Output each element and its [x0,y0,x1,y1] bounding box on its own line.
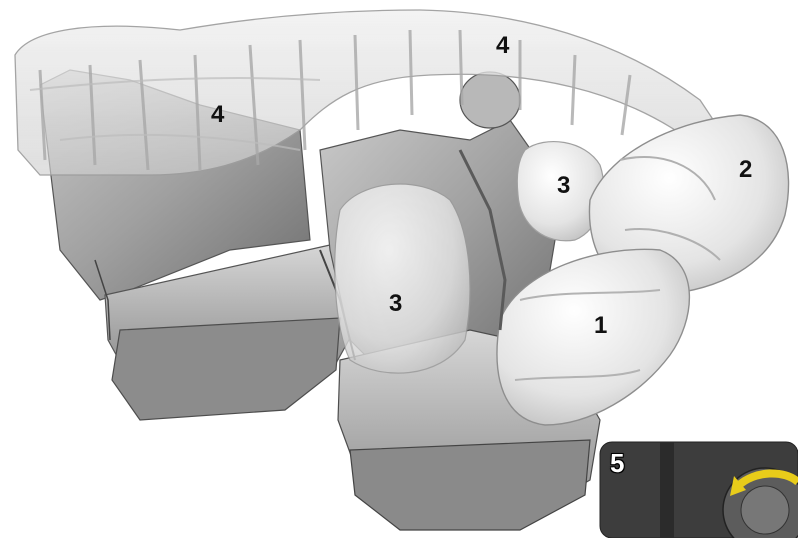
headrest [460,72,520,128]
callout-side-airbag-front-seat: 3 [557,174,570,198]
side-airbag-seat [335,184,470,373]
callout-driver-front-airbag: 1 [594,314,607,338]
callout-curtain-airbag-rear: 4 [211,103,224,127]
inset-label: 5 [610,450,624,476]
callout-side-airbag-driver-seat: 3 [389,292,402,316]
callout-passenger-front-airbag: 2 [739,158,752,182]
callout-curtain-airbag-front: 4 [496,34,509,58]
airbag-switch-inset [596,438,798,538]
